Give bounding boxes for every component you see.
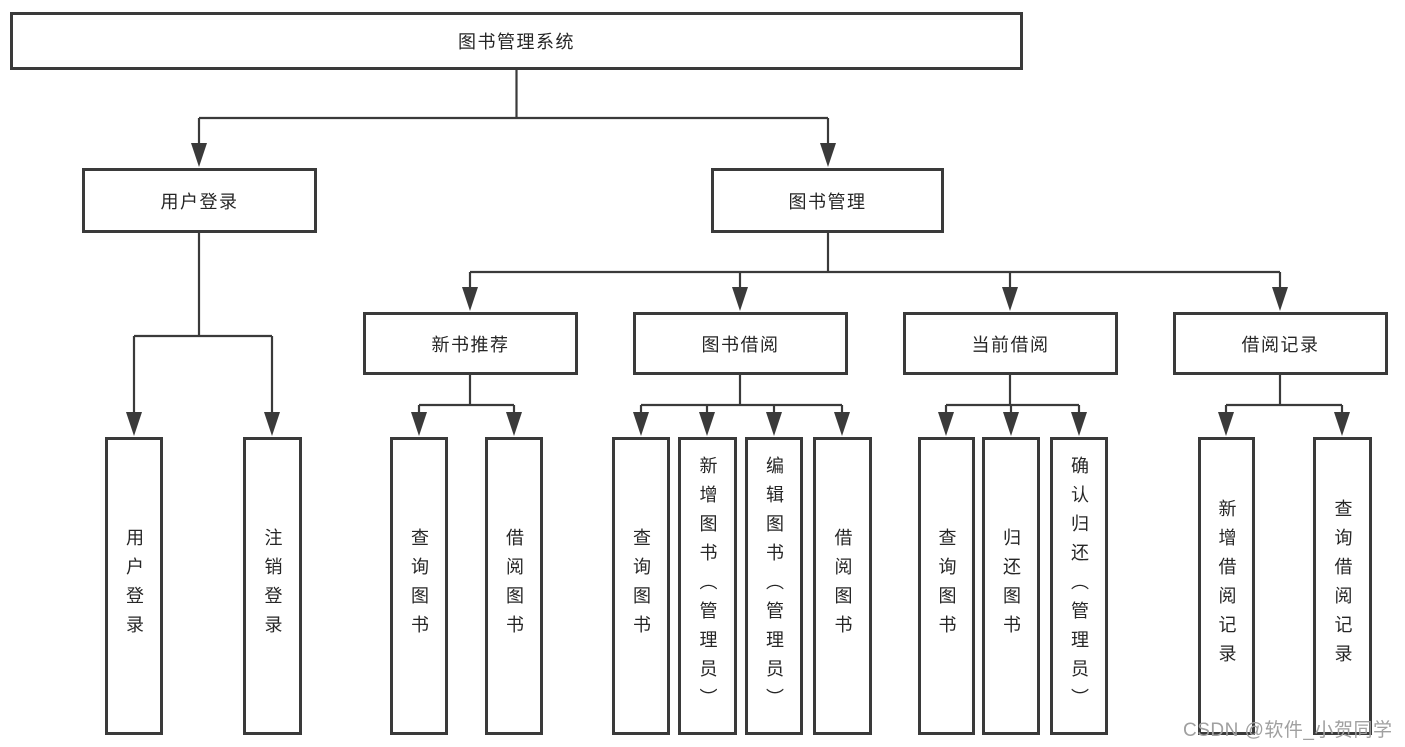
- leaf-borrow-book-recommend: 借阅图书: [485, 437, 543, 735]
- node-borrow-records: 借阅记录: [1173, 312, 1388, 375]
- leaf-logout-login: 注销登录: [243, 437, 302, 735]
- node-current-borrow-label: 当前借阅: [971, 334, 1050, 355]
- leaf-borrow-book: 借阅图书: [813, 437, 872, 735]
- node-new-book-recommend-label: 新书推荐: [431, 334, 510, 355]
- leaf-add-borrow-record: 新增借阅记录: [1198, 437, 1255, 735]
- leaf-user-login: 用户登录: [105, 437, 163, 735]
- leaf-edit-book-admin: 编辑图书（管理员）: [745, 437, 803, 735]
- leaf-query-book-borrow-label: 查询图书: [631, 528, 651, 644]
- leaf-query-book-current-label: 查询图书: [936, 528, 957, 644]
- leaf-confirm-return-admin: 确认归还（管理员）: [1050, 437, 1108, 735]
- leaf-borrow-book-recommend-label: 借阅图书: [504, 528, 524, 644]
- node-user-login: 用户登录: [82, 168, 317, 233]
- leaf-return-book: 归还图书: [982, 437, 1040, 735]
- leaf-return-book-label: 归还图书: [1001, 528, 1021, 644]
- node-user-login-label: 用户登录: [160, 191, 239, 212]
- node-borrow-records-label: 借阅记录: [1241, 334, 1320, 355]
- leaf-query-book-recommend: 查询图书: [390, 437, 448, 735]
- node-book-management-label: 图书管理: [788, 191, 867, 212]
- leaf-query-book-current: 查询图书: [918, 437, 975, 735]
- csdn-watermark: CSDN @软件_小贺同学: [1183, 720, 1393, 741]
- node-book-borrow-label: 图书借阅: [701, 334, 780, 355]
- leaf-user-login-label: 用户登录: [124, 528, 144, 644]
- node-book-management: 图书管理: [711, 168, 944, 233]
- leaf-add-borrow-record-label: 新增借阅记录: [1216, 499, 1237, 673]
- node-root-label: 图书管理系统: [458, 32, 575, 52]
- leaf-logout-login-label: 注销登录: [262, 528, 283, 644]
- leaf-query-book-borrow: 查询图书: [612, 437, 670, 735]
- leaf-confirm-return-admin-label: 确认归还（管理员）: [1069, 455, 1089, 717]
- node-root: 图书管理系统: [10, 12, 1023, 70]
- leaf-add-book-admin: 新增图书（管理员）: [678, 437, 737, 735]
- leaf-query-borrow-record-label: 查询借阅记录: [1332, 499, 1353, 673]
- node-book-borrow: 图书借阅: [633, 312, 848, 375]
- arrowhead-icons: [126, 143, 1350, 436]
- leaf-query-book-recommend-label: 查询图书: [409, 528, 429, 644]
- leaf-add-book-admin-label: 新增图书（管理员）: [697, 455, 718, 717]
- leaf-query-borrow-record: 查询借阅记录: [1313, 437, 1372, 735]
- leaf-borrow-book-label: 借阅图书: [832, 528, 853, 644]
- leaf-edit-book-admin-label: 编辑图书（管理员）: [764, 455, 784, 717]
- node-new-book-recommend: 新书推荐: [363, 312, 578, 375]
- node-current-borrow: 当前借阅: [903, 312, 1118, 375]
